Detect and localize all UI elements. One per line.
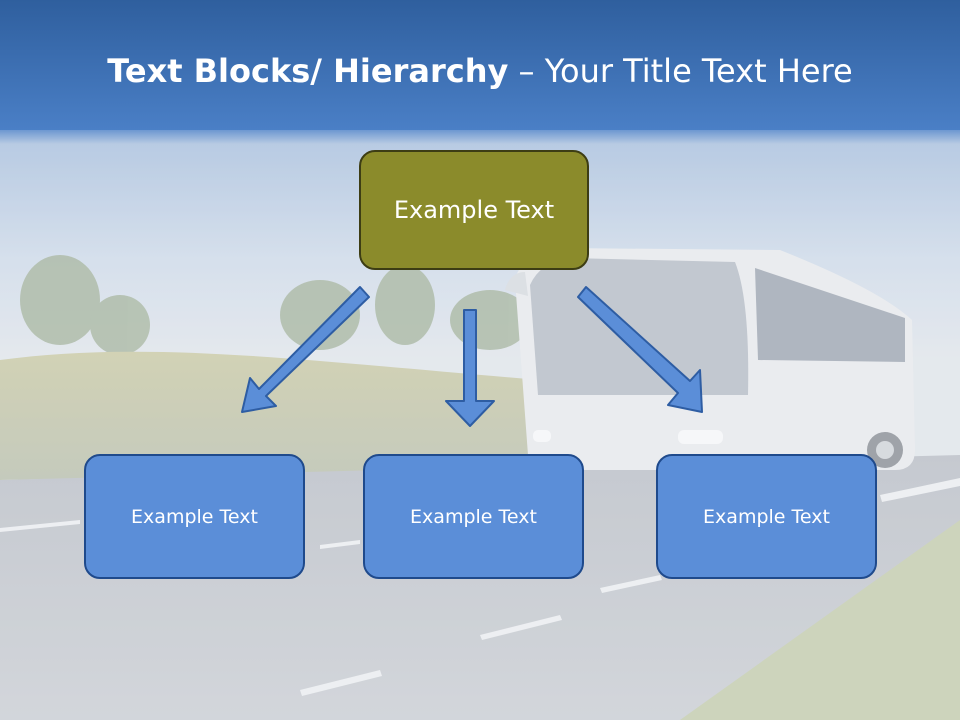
title-bold: Text Blocks/ Hierarchy bbox=[107, 52, 509, 90]
diagram-child-box-right: Example Text bbox=[656, 454, 877, 579]
arrow-right bbox=[577, 286, 703, 413]
arrow-middle bbox=[445, 309, 495, 427]
diagram-child-box-left: Example Text bbox=[84, 454, 305, 579]
diagram-top-box: Example Text bbox=[359, 150, 589, 270]
slide-title: Text Blocks/ Hierarchy – Your Title Text… bbox=[0, 52, 960, 90]
title-dash: – bbox=[508, 52, 545, 90]
arrow-left bbox=[241, 286, 370, 413]
diagram-child-box-middle: Example Text bbox=[363, 454, 584, 579]
title-rest: Your Title Text Here bbox=[544, 52, 853, 90]
